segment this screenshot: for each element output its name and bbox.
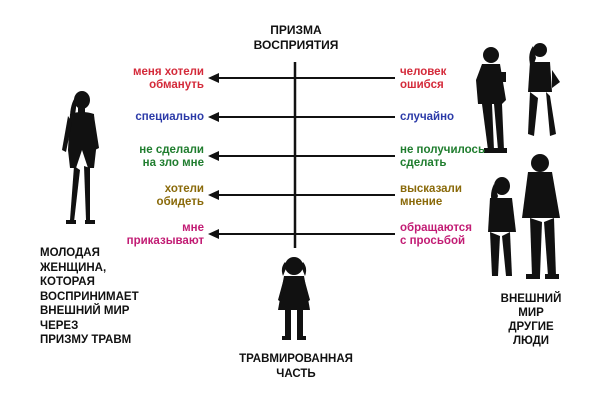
woman-walking-icon — [528, 43, 560, 136]
prism-title: ПРИЗМА ВОСПРИЯТИЯ — [244, 23, 348, 53]
child-caption: ТРАВМИРОВАННАЯ ЧАСТЬ — [239, 353, 353, 380]
arrow-1 — [208, 73, 395, 83]
prism-title-line-2: ВОСПРИЯТИЯ — [253, 38, 339, 52]
left-label-2: специально — [135, 111, 204, 123]
woman-caption: МОЛОДАЯ ЖЕНЩИНА, КОТОРАЯ ВОСПРИНИМАЕТ ВН… — [40, 247, 139, 346]
arrow-5 — [208, 229, 395, 239]
right-label-2: случайно — [400, 111, 455, 123]
world-caption: ВНЕШНИЙ МИР ДРУГИЕ ЛЮДИ — [500, 293, 562, 347]
woman-with-phone-icon — [488, 177, 516, 276]
arrow-2 — [208, 112, 395, 122]
man-in-jacket-icon — [522, 154, 560, 279]
child-silhouette-icon — [278, 257, 310, 340]
prism-title-line-1: ПРИЗМА — [270, 23, 322, 37]
man-with-phone-icon — [476, 47, 507, 153]
woman-silhouette-icon — [62, 91, 99, 224]
arrow-4 — [208, 190, 395, 200]
arrow-3 — [208, 151, 395, 161]
